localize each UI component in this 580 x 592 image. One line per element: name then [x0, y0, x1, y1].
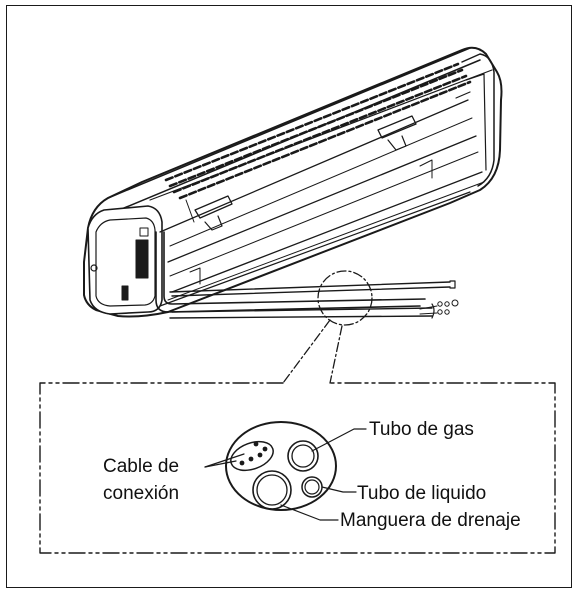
label-tubo-de-gas: Tubo de gas — [369, 419, 474, 440]
figure-frame — [6, 5, 572, 588]
detail-callout-circle — [317, 270, 373, 326]
callout-leader — [282, 319, 343, 384]
label-leaders — [204, 428, 367, 521]
label-cable-line2: conexión — [103, 483, 180, 504]
pipe-bundle — [155, 231, 459, 319]
cable-bundle — [230, 440, 274, 472]
insulation-outline — [225, 421, 337, 511]
unit-top-grille — [164, 62, 472, 200]
label-manguera-de-drenaje: Manguera de drenaje — [340, 510, 521, 531]
unit-left-endcap — [87, 205, 163, 315]
liquid-tube-inner — [304, 479, 320, 495]
label-tubo-de-liquido: Tubo de liquido — [357, 483, 487, 504]
gas-tube-inner — [291, 444, 315, 468]
detail-box — [39, 382, 556, 554]
pipe-cross-section — [225, 421, 337, 511]
drain-hose-inner — [256, 474, 288, 506]
label-cable-line1: Cable de — [103, 456, 180, 477]
drain-hose-outer — [252, 470, 292, 510]
indoor-unit-body — [83, 46, 503, 318]
gas-tube-outer — [287, 440, 319, 472]
